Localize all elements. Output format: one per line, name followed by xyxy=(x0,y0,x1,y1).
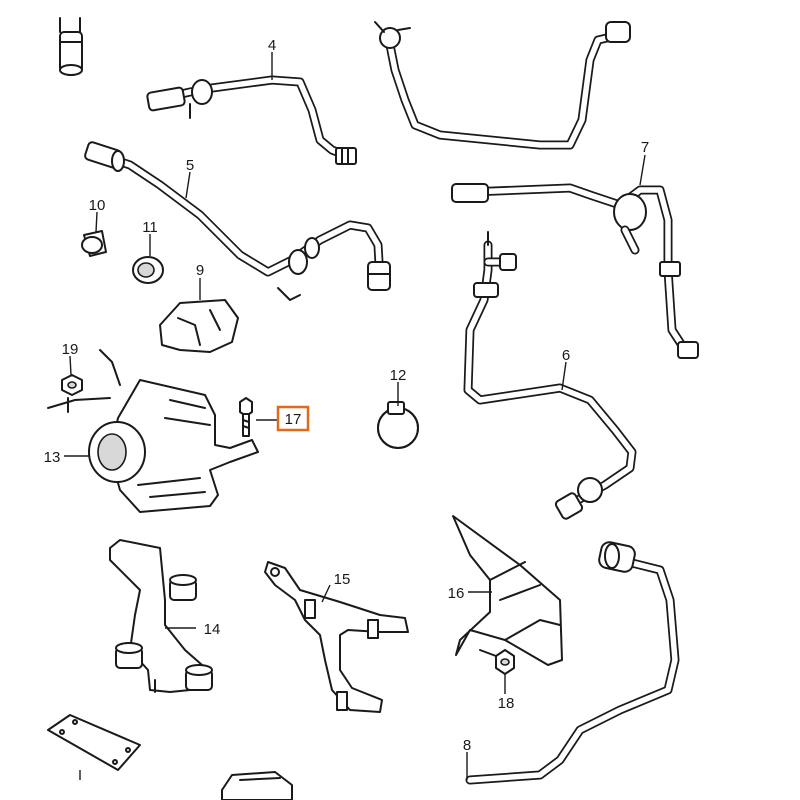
pump-part-13 xyxy=(47,349,259,513)
gasket-plate-bottom-left xyxy=(47,714,141,771)
hose-part-5 xyxy=(84,141,391,301)
bracket-part-15 xyxy=(264,561,409,713)
callout-13[interactable]: 13 xyxy=(44,449,61,466)
clip-part-12 xyxy=(377,401,419,449)
callout-15[interactable]: 15 xyxy=(334,571,351,588)
bracket-part-14 xyxy=(109,539,213,693)
callout-9[interactable]: 9 xyxy=(196,262,204,279)
callout-11[interactable]: 11 xyxy=(142,219,158,236)
bolt-part-17 xyxy=(239,397,253,437)
nut-part-18 xyxy=(479,649,515,675)
hose-part-top-center xyxy=(374,21,631,150)
callout-19[interactable]: 19 xyxy=(62,341,79,358)
hose-part-7 xyxy=(451,183,699,359)
cap-part-10 xyxy=(81,230,107,257)
sleeve-part-top-left xyxy=(59,17,83,76)
callout-14[interactable]: 14 xyxy=(204,621,221,638)
hose-part-4 xyxy=(146,75,357,165)
shield-part-16 xyxy=(452,515,563,666)
hose-part-6 xyxy=(463,231,637,520)
partial-part-bottom xyxy=(221,771,293,800)
callout-7[interactable]: 7 xyxy=(641,139,649,156)
callout-6[interactable]: 6 xyxy=(562,347,570,364)
grommet-part-11 xyxy=(132,256,164,284)
clamp-part-9 xyxy=(159,299,239,353)
leader-lines xyxy=(64,52,646,780)
callout-17[interactable]: 17 xyxy=(285,411,302,428)
callout-12[interactable]: 12 xyxy=(390,367,407,384)
callout-16[interactable]: 16 xyxy=(448,585,465,602)
callout-8[interactable]: 8 xyxy=(463,737,471,754)
nut-part-19 xyxy=(61,374,83,396)
callout-18[interactable]: 18 xyxy=(498,695,515,712)
callout-17-highlight-box xyxy=(276,405,310,432)
callout-4[interactable]: 4 xyxy=(268,37,276,54)
callout-5[interactable]: 5 xyxy=(186,157,194,174)
callout-10[interactable]: 10 xyxy=(89,197,106,214)
hose-part-8 xyxy=(465,541,680,785)
